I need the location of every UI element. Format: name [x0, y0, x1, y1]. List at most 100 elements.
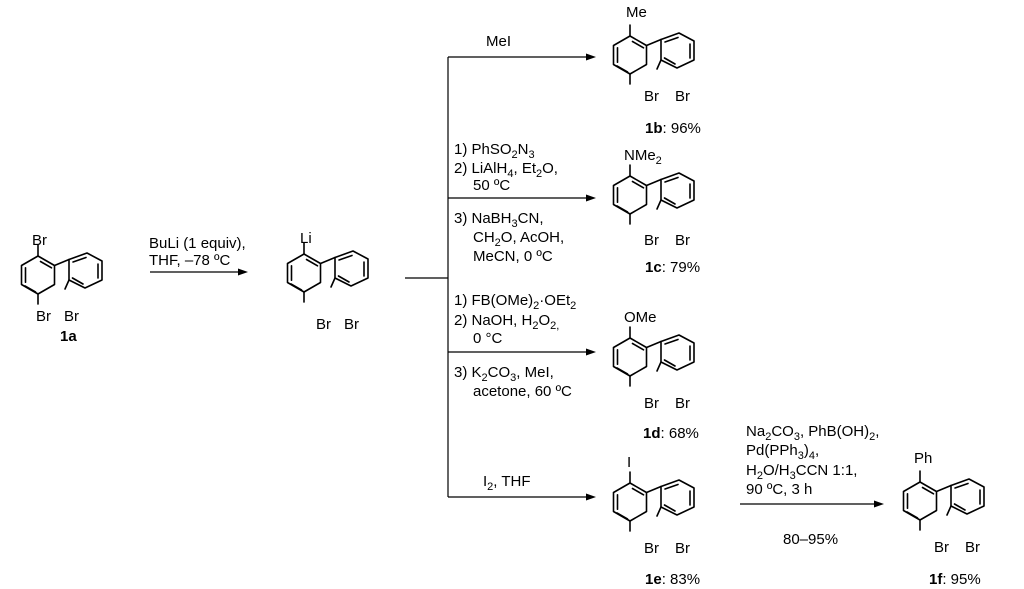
- reagents-to-1c: 1) PhSO2N3 2) LiAlH4, Et2O, 50 ºC 3) NaB…: [454, 141, 564, 265]
- reagent-text: , PhB(OH): [800, 423, 869, 440]
- reagent-text: 1) FB(OMe): [454, 292, 533, 309]
- substituent-top-ome: OMe: [624, 309, 657, 326]
- compound-label-1c: 1c: 79%: [645, 259, 700, 276]
- reagent-line: 90 ºC, 3 h: [746, 481, 812, 498]
- compound-label-1b: 1b: 96%: [645, 120, 701, 137]
- reagents-to-1d: 1) FB(OMe)2·OEt2 2) NaOH, H2O2, 0 °C 3) …: [454, 292, 576, 400]
- subscript: 4: [809, 450, 815, 462]
- substituent-top-li: Li: [300, 230, 312, 247]
- compound-lithiated-intermediate: Li Br Br: [286, 230, 369, 333]
- subscript: 2: [656, 155, 662, 167]
- reagent-line: CH2O, AcOH,: [473, 229, 564, 249]
- substituent-bottom-left-br: Br: [644, 88, 659, 105]
- compound-label-1a: 1a: [60, 328, 77, 345]
- subscript: 2: [482, 372, 488, 384]
- reagent-text: N: [518, 141, 529, 158]
- reagent-line: H2O/H3CCN 1:1,: [746, 462, 857, 482]
- reagent-line: 1) PhSO2N3: [454, 141, 535, 161]
- reagent-text: 3) K: [454, 364, 482, 381]
- reagent-text: H: [746, 462, 757, 479]
- subscript: 3: [510, 372, 516, 384]
- subscript: 2: [570, 300, 576, 312]
- substituent-bottom-right-br: Br: [344, 316, 359, 333]
- compound-1c: NMe2 Br Br 1c: 79%: [612, 147, 700, 276]
- compound-label-1d: 1d: 68%: [643, 425, 699, 442]
- substituent-top-me: Me: [626, 4, 647, 21]
- reagent-text: ,: [875, 423, 879, 440]
- subscript: 2,: [550, 320, 559, 332]
- subscript: 2: [532, 320, 538, 332]
- reagent-i2-thf: I2, THF: [483, 473, 531, 493]
- reagent-text: ·OEt: [539, 292, 571, 309]
- reagent-text: CO: [771, 423, 794, 440]
- subscript: 3: [794, 431, 800, 443]
- reagent-text: ): [804, 442, 809, 459]
- reagent-text: , Et: [513, 160, 536, 177]
- reagent-text: O,: [542, 160, 558, 177]
- reagent-text: CO: [488, 364, 511, 381]
- reagent-text: O/H: [763, 462, 790, 479]
- subscript: 2: [765, 431, 771, 443]
- subscript: 3: [512, 218, 518, 230]
- compound-label-1e: 1e: 83%: [645, 571, 700, 588]
- substituent-bottom-left-br: Br: [644, 540, 659, 557]
- reagent-text: O: [538, 312, 550, 329]
- reagent-text: ,: [815, 442, 819, 459]
- substituent-top-i: I: [627, 454, 631, 471]
- reagent-text: O, AcOH,: [501, 229, 564, 246]
- yield-text: : 79%: [662, 259, 700, 276]
- subscript: 2: [512, 149, 518, 161]
- subscript: 2: [536, 168, 542, 180]
- substituent-top-ph: Ph: [914, 450, 932, 467]
- yield-text: : 68%: [661, 425, 699, 442]
- reagent-line: Na2CO3, PhB(OH)2,: [746, 423, 879, 443]
- substituent-bottom-right-br: Br: [675, 395, 690, 412]
- substituent-bottom-right-br: Br: [965, 539, 980, 556]
- subscript: 3: [798, 450, 804, 462]
- reagent-line: 2) LiAlH4, Et2O,: [454, 160, 558, 180]
- substituent-text: NMe: [624, 147, 656, 164]
- reagent-text: 1) PhSO: [454, 141, 512, 158]
- subscript: 4: [507, 168, 513, 180]
- reagent-text: CH: [473, 229, 495, 246]
- substituent-bottom-left-br: Br: [36, 308, 51, 325]
- reaction-arrow-step1: BuLi (1 equiv), THF, –78 ºC: [149, 235, 248, 276]
- label-id: 1d: [643, 425, 661, 442]
- reagent-text: I: [483, 473, 487, 490]
- label-id: 1b: [645, 120, 663, 137]
- subscript: 3: [790, 470, 796, 482]
- substituent-bottom-right-br: Br: [675, 88, 690, 105]
- reagent-mei: MeI: [486, 33, 511, 50]
- reagent-line: acetone, 60 ºC: [473, 383, 572, 400]
- reagent-text: Na: [746, 423, 766, 440]
- subscript: 2: [533, 300, 539, 312]
- substituent-bottom-left-br: Br: [644, 232, 659, 249]
- compound-1e: I Br Br 1e: 83%: [612, 454, 700, 588]
- subscript: 2: [757, 470, 763, 482]
- reagent-line: 3) K2CO3, MeI,: [454, 364, 554, 384]
- subscript: 2: [495, 237, 501, 249]
- reaction-arrow-suzuki: Na2CO3, PhB(OH)2, Pd(PPh3)4, H2O/H3CCN 1…: [740, 423, 884, 548]
- subscript: 2: [487, 481, 493, 493]
- reagent-line: THF, –78 ºC: [149, 252, 231, 269]
- reagent-line: 0 °C: [473, 330, 503, 347]
- reagent-text: CCN 1:1,: [796, 462, 858, 479]
- reagent-line: Pd(PPh3)4,: [746, 442, 819, 462]
- compound-1d: OMe Br Br 1d: 68%: [612, 309, 699, 442]
- label-id: 1f: [929, 571, 943, 588]
- reaction-yield: 80–95%: [783, 531, 838, 548]
- yield-text: : 83%: [662, 571, 700, 588]
- yield-text: : 95%: [942, 571, 980, 588]
- substituent-bottom-left-br: Br: [316, 316, 331, 333]
- substituent-top-br: Br: [32, 232, 47, 249]
- reagent-line: 2) NaOH, H2O2,: [454, 312, 559, 332]
- substituent-bottom-left-br: Br: [644, 395, 659, 412]
- substituent-bottom-left-br: Br: [934, 539, 949, 556]
- reagent-text: 3) NaBH: [454, 210, 512, 227]
- subscript: 2: [869, 431, 875, 443]
- substituent-bottom-right-br: Br: [64, 308, 79, 325]
- reagent-text: Pd(PPh: [746, 442, 798, 459]
- label-id: 1e: [645, 571, 662, 588]
- substituent-bottom-right-br: Br: [675, 232, 690, 249]
